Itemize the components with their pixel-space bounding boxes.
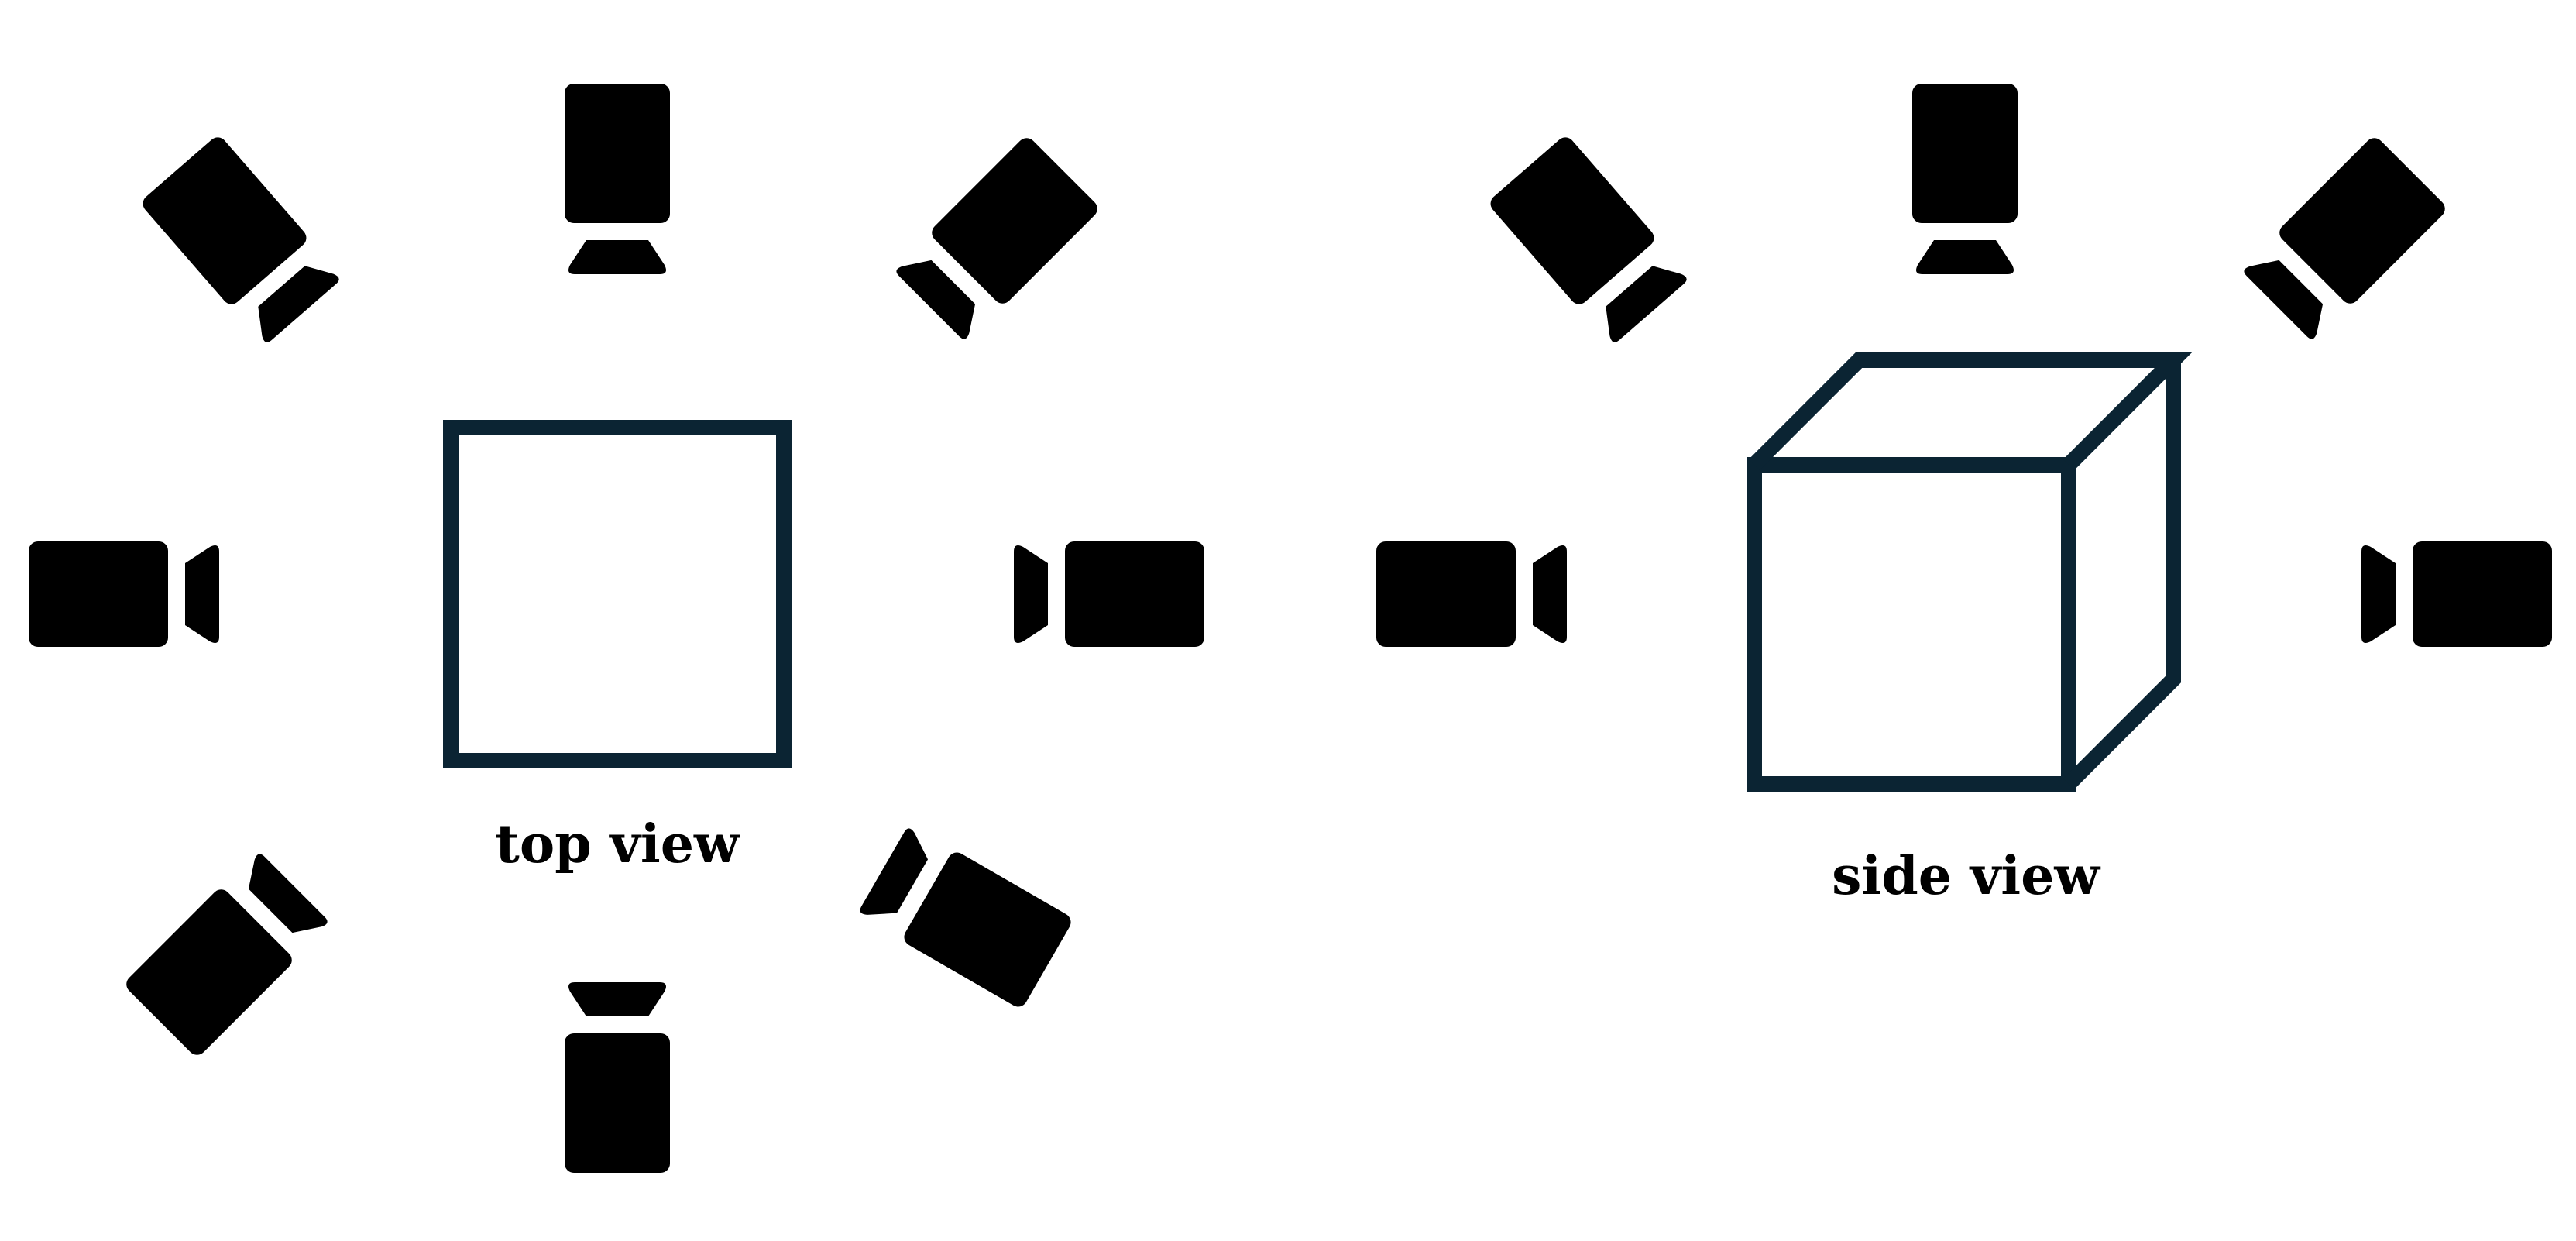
side-view-label: side view	[1832, 845, 2100, 907]
video-camera-icon	[856, 823, 1074, 1010]
video-camera-icon	[1912, 84, 2018, 274]
video-camera-icon	[1376, 541, 1567, 647]
top-view-group: top view	[29, 84, 1204, 1173]
video-camera-icon	[2239, 134, 2449, 344]
video-camera-icon	[1486, 133, 1692, 347]
video-camera-icon	[2361, 541, 2552, 647]
side-view-group: side view	[1376, 84, 2552, 907]
top-view-label: top view	[495, 813, 740, 875]
video-camera-icon	[29, 541, 219, 647]
video-camera-icon	[565, 982, 670, 1173]
top-view-square	[443, 420, 792, 768]
video-camera-icon	[139, 133, 344, 347]
side-view-cube	[1747, 352, 2193, 792]
video-camera-icon	[565, 84, 670, 274]
video-camera-icon	[1014, 541, 1204, 647]
video-camera-icon	[122, 849, 332, 1059]
video-camera-icon	[891, 134, 1101, 344]
